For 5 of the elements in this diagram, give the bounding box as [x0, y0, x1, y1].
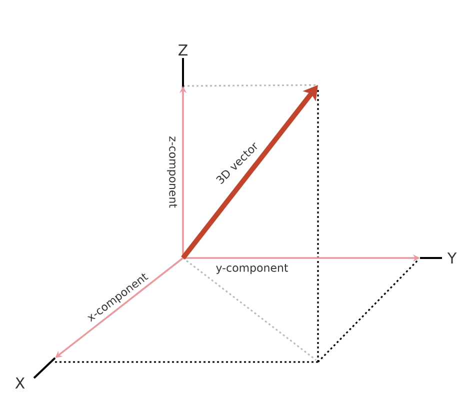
axis-label: X — [15, 378, 25, 388]
axis-label: Z — [178, 44, 188, 56]
axis-label: Y — [447, 252, 457, 264]
component-label: y-component — [216, 264, 288, 274]
component-label: z-component — [167, 136, 177, 208]
